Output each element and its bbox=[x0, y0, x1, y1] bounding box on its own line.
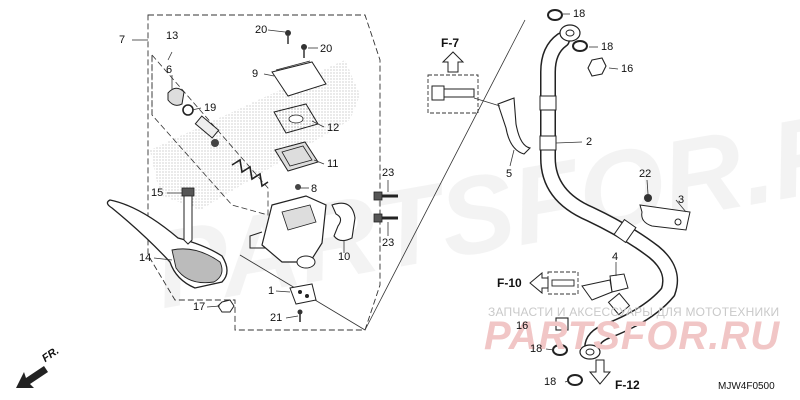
f12-arrow bbox=[588, 359, 612, 385]
hose-guide bbox=[609, 273, 629, 293]
callout-18-d: 18 bbox=[544, 376, 557, 388]
shaded-background-band bbox=[150, 60, 360, 210]
circlip bbox=[182, 104, 194, 116]
banjo-bolt bbox=[555, 317, 569, 331]
pivot-bolt bbox=[183, 194, 193, 245]
spring bbox=[231, 158, 269, 188]
callout-7: 7 bbox=[119, 34, 126, 46]
callout-2: 2 bbox=[586, 136, 593, 148]
ref-label-f12: F-12 bbox=[615, 378, 640, 392]
callout-10: 10 bbox=[338, 251, 351, 263]
callout-1: 1 bbox=[268, 285, 275, 297]
callout-16-b: 16 bbox=[516, 320, 529, 332]
callout-15: 15 bbox=[151, 187, 164, 199]
banjo-bolt bbox=[587, 57, 607, 77]
assembly-dashed-outline bbox=[147, 14, 381, 331]
callout-11: 11 bbox=[327, 158, 339, 170]
callout-3: 3 bbox=[678, 194, 685, 206]
washer bbox=[547, 9, 563, 21]
callout-18-c: 18 bbox=[530, 343, 543, 355]
piston bbox=[194, 115, 220, 139]
ref-label-f7: F-7 bbox=[441, 36, 459, 50]
leader-lines bbox=[132, 13, 687, 383]
dust-boot bbox=[167, 87, 185, 106]
callout-21: 21 bbox=[270, 312, 283, 324]
callout-9: 9 bbox=[252, 68, 259, 80]
callout-6: 6 bbox=[166, 64, 173, 76]
callout-14: 14 bbox=[139, 252, 152, 264]
mounting-bolt bbox=[373, 213, 383, 223]
callout-20-a: 20 bbox=[255, 24, 268, 36]
holder-clamp bbox=[331, 202, 356, 242]
callout-5: 5 bbox=[506, 168, 513, 180]
diagram-code: MJW4F0500 bbox=[718, 381, 775, 392]
pivot-nut bbox=[217, 299, 235, 313]
ref-label-f10: F-10 bbox=[497, 276, 522, 290]
washer bbox=[572, 40, 588, 52]
callout-4: 4 bbox=[612, 251, 619, 263]
f7-ref-box bbox=[427, 74, 479, 114]
callout-18-b: 18 bbox=[601, 41, 614, 53]
callout-23-b: 23 bbox=[382, 237, 395, 249]
callout-16-a: 16 bbox=[621, 63, 634, 75]
callout-20-b: 20 bbox=[320, 43, 333, 55]
watermark-tagline: ЗАПЧАСТИ И АКСЕССУАРЫ ДЛЯ МОТОТЕХНИКИ bbox=[488, 305, 780, 319]
reservoir-cap bbox=[271, 61, 327, 97]
reference-line bbox=[364, 19, 526, 331]
front-direction-arrow bbox=[16, 366, 48, 388]
callout-23-a: 23 bbox=[382, 167, 395, 179]
callout-18-a: 18 bbox=[573, 8, 586, 20]
callout-8: 8 bbox=[311, 183, 318, 195]
callout-13: 13 bbox=[166, 30, 179, 42]
callout-22: 22 bbox=[639, 168, 652, 180]
callout-19: 19 bbox=[204, 102, 217, 114]
mounting-bolt bbox=[373, 191, 383, 201]
washer bbox=[567, 374, 583, 386]
hose-clamp-bracket bbox=[497, 97, 532, 155]
hose-clamp bbox=[639, 204, 691, 231]
f7-arrow bbox=[441, 51, 465, 73]
callout-12: 12 bbox=[327, 122, 340, 134]
f10-arrow bbox=[529, 271, 549, 295]
brake-light-switch bbox=[289, 283, 317, 305]
watermark-logo-text: PARTSFOR.RU bbox=[484, 314, 781, 358]
callout-17: 17 bbox=[193, 301, 206, 313]
master-cylinder-body bbox=[261, 195, 327, 263]
